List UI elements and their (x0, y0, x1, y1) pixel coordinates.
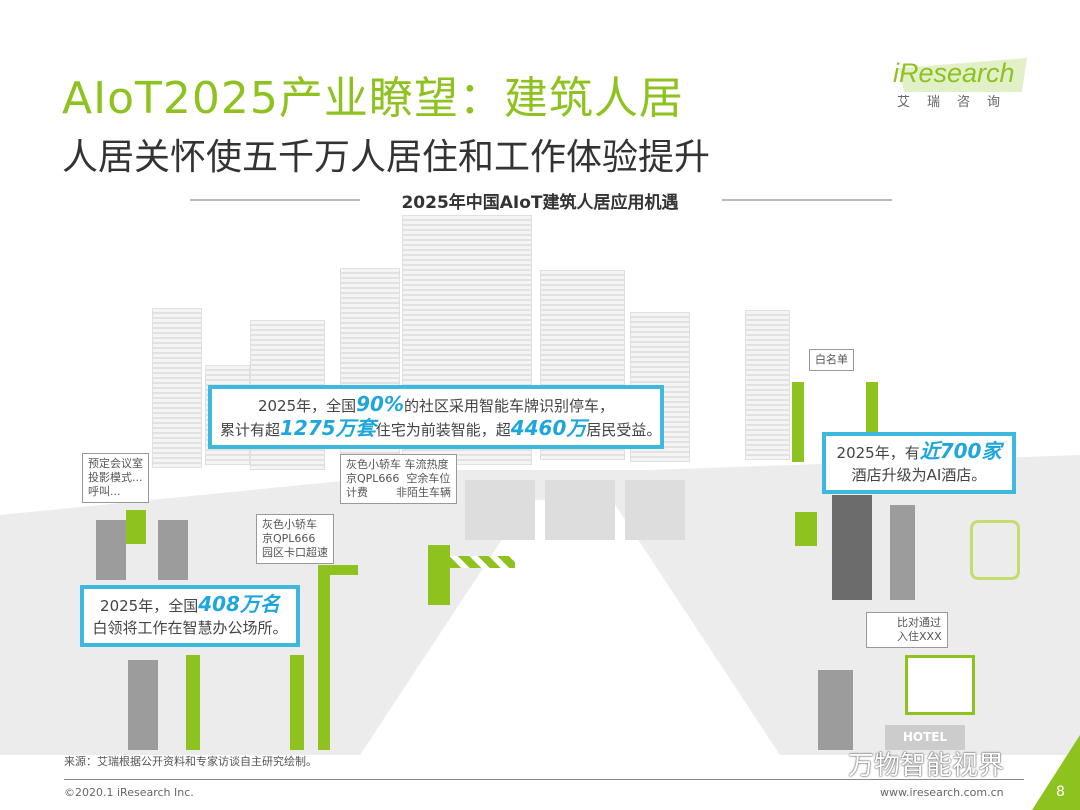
highlight-value: 近700家 (919, 439, 1002, 463)
text: 住宅为前装智能，超 (375, 421, 511, 439)
copyright: ©2020.1 iResearch Inc. (64, 786, 194, 799)
divider (722, 199, 892, 201)
text: 2025年，全国 (257, 397, 357, 415)
speeding-bubble: 灰色小轿车 京QPL666 园区卡口超速 (256, 514, 334, 564)
source-note: 来源：艾瑞根据公开资料和专家访谈自主研究绘制。 (64, 755, 317, 768)
page-number: 8 (1056, 784, 1065, 800)
text: 的社区采用智能车牌识别停车， (404, 397, 615, 415)
text: 累计有超 (220, 421, 281, 439)
section-header: 2025年中国AIoT建筑人居应用机遇 (0, 186, 1080, 213)
website: www.iresearch.com.cn (880, 786, 1004, 799)
section-title: 2025年中国AIoT建筑人居应用机遇 (401, 193, 679, 213)
road (360, 500, 780, 755)
page-subtitle: 人居关怀使五千万人居住和工作体验提升 (62, 137, 711, 178)
highlight-value: 4460万 (510, 416, 587, 440)
parking-bubble: 灰色小轿车 车流热度 京QPL666 空余车位 计费 非陌生车辆 (340, 454, 457, 504)
divider (190, 199, 360, 201)
logo-word: iResearch (893, 58, 1015, 88)
iresearch-logo: iResearch 艾瑞咨询 (893, 58, 1033, 110)
logo-cn: 艾瑞咨询 (897, 95, 1018, 110)
highlight-value: 90% (356, 392, 405, 416)
footer-divider (64, 779, 1024, 780)
whitelist-bubble: 白名单 (809, 349, 854, 371)
checkin-bubble: 比对通过 入住XXX (866, 612, 948, 648)
meeting-bubble: 预定会议室 投影模式... 呼叫... (82, 453, 149, 503)
community-parking-callout: 2025年，全国90%的社区采用智能车牌识别停车， 累计有超1275万套住宅为前… (208, 385, 664, 449)
text: 酒店升级为AI酒店。 (851, 466, 987, 484)
hotel-callout: 2025年，有近700家 酒店升级为AI酒店。 (822, 432, 1016, 494)
highlight-value: 1275万套 (280, 416, 376, 440)
office-callout: 2025年，全国408万名 白领将工作在智慧办公场所。 (80, 585, 300, 647)
text: 2025年，有 (836, 444, 920, 462)
text: 白领将工作在智慧办公场所。 (92, 619, 288, 637)
highlight-value: 408万名 (198, 592, 280, 616)
watermark: 万物智能视界 (848, 751, 1005, 781)
text: 2025年，全国 (100, 597, 199, 615)
page-title: AIoT2025产业瞭望：建筑人居 (62, 73, 684, 124)
text: 居民受益。 (586, 421, 662, 439)
